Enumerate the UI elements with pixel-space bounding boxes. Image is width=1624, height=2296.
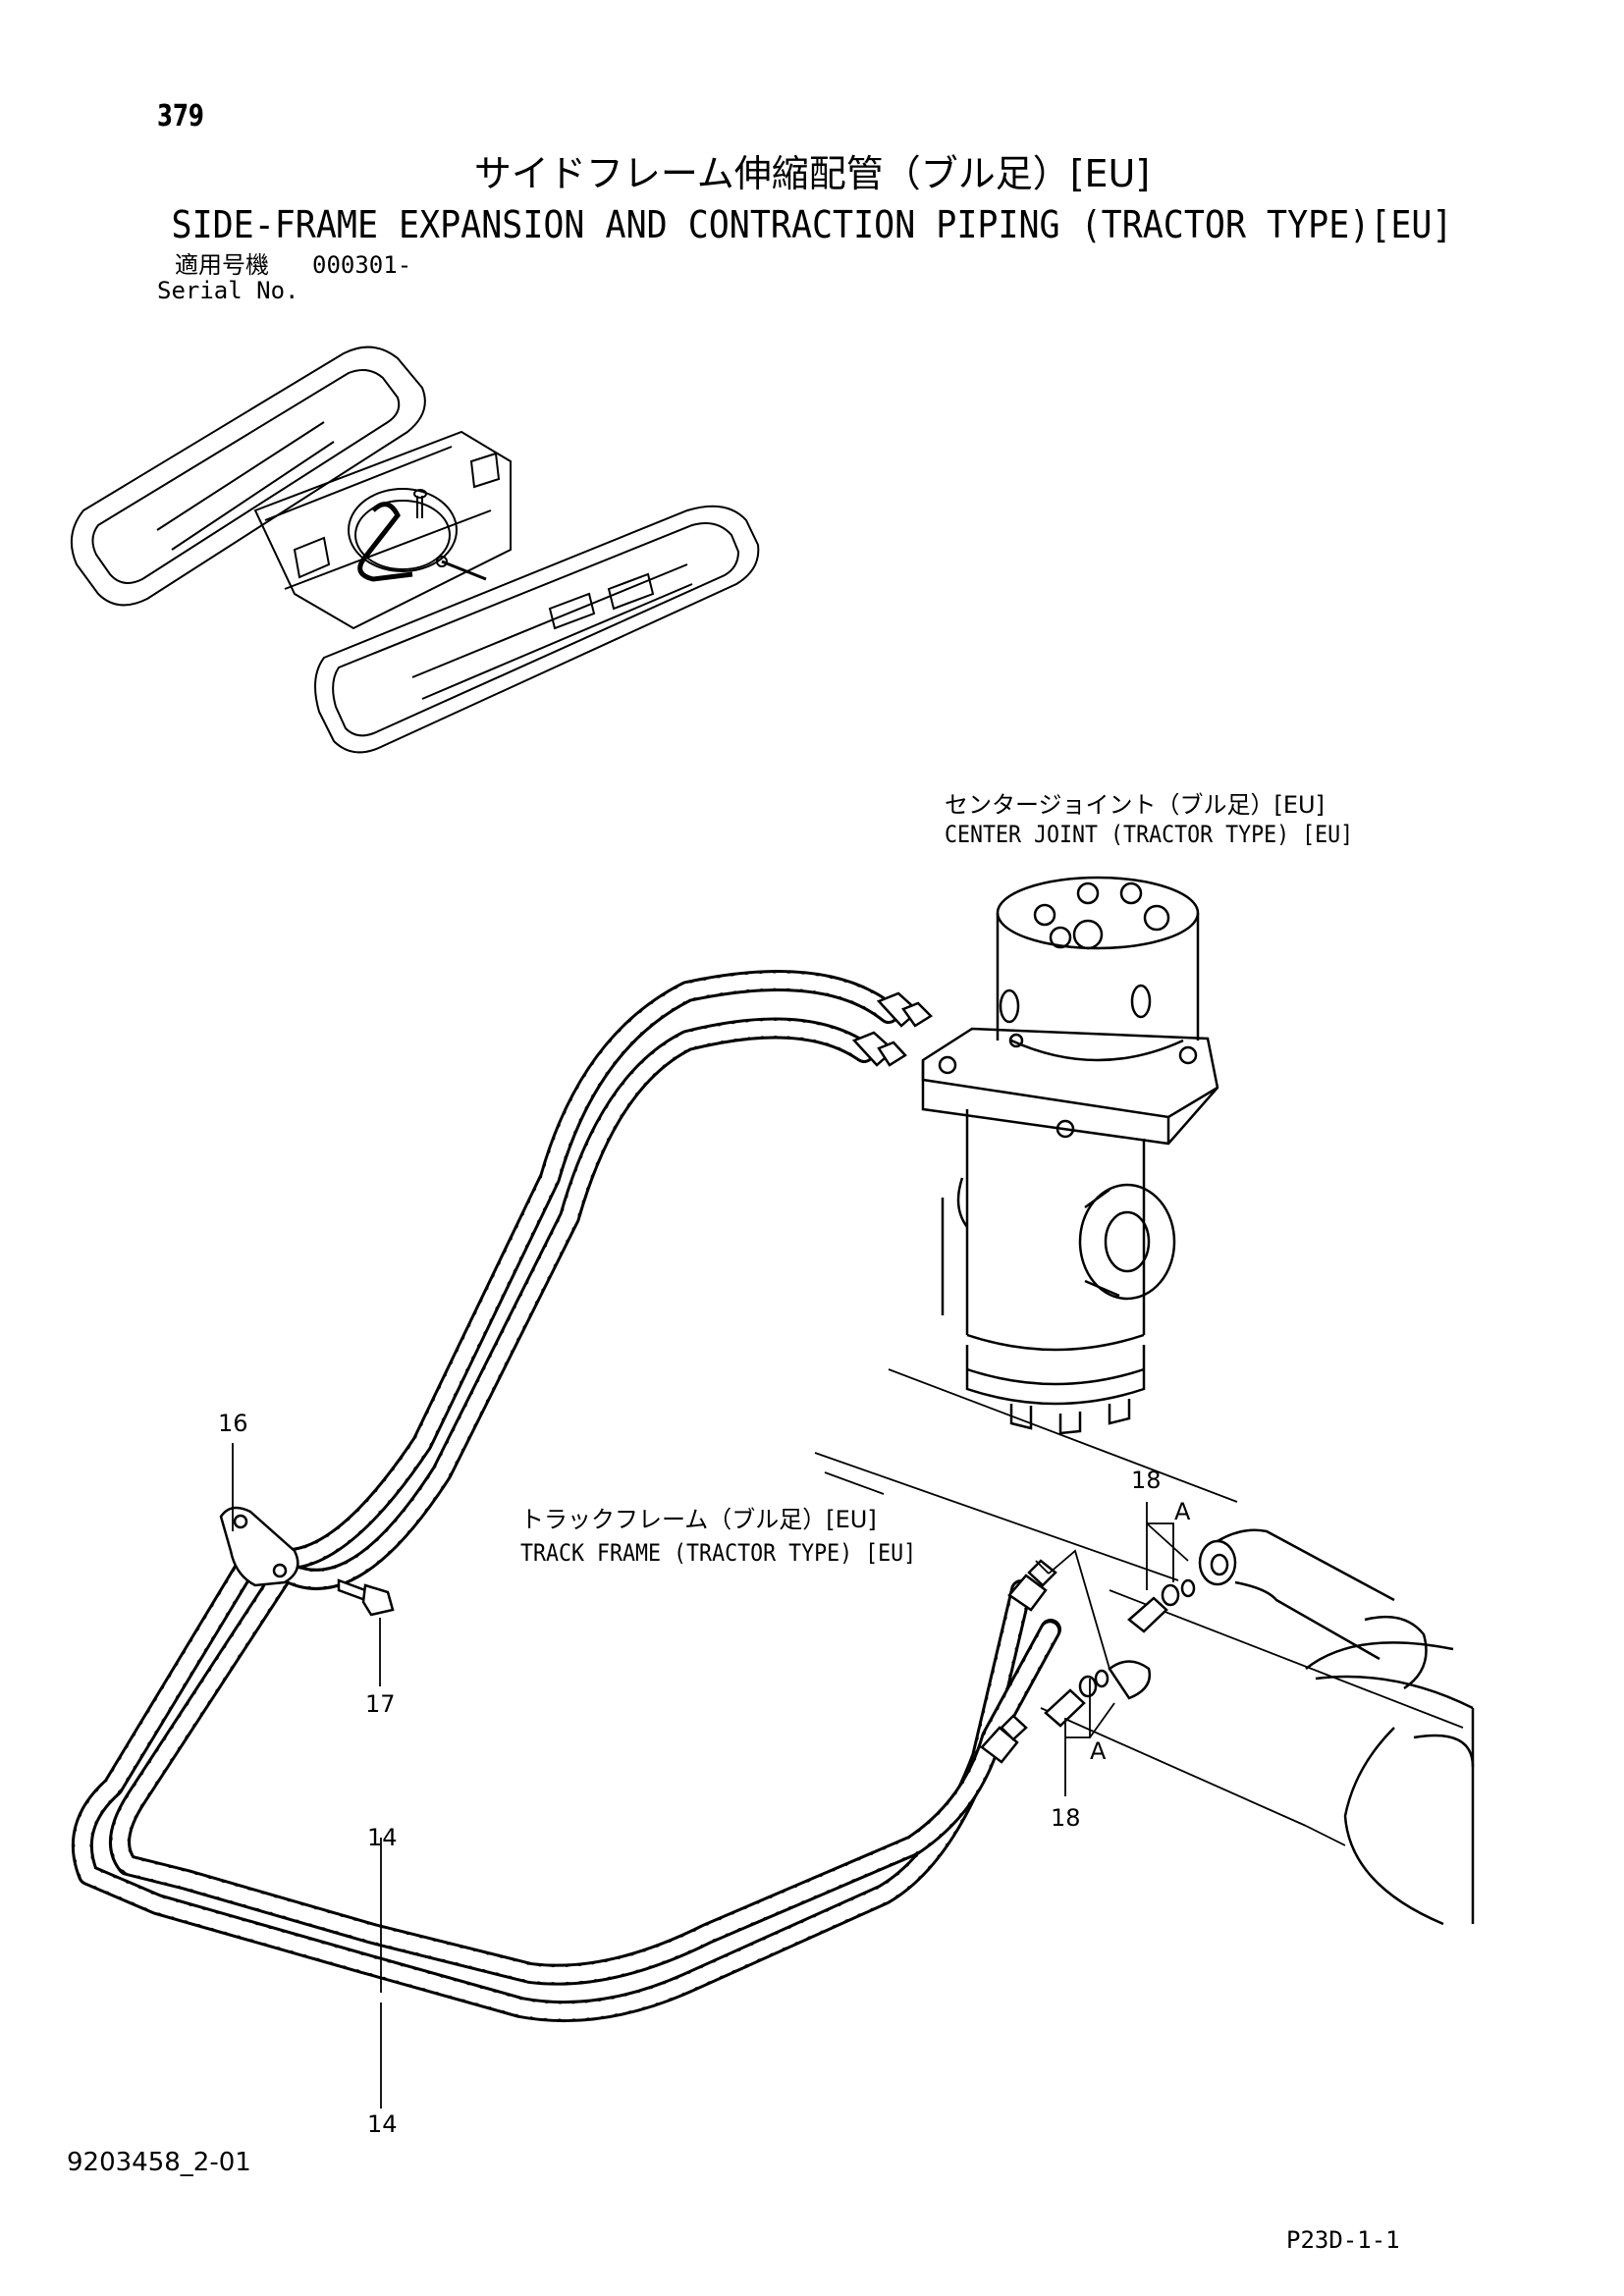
callout-16: 16: [218, 1410, 248, 1437]
callout-14-top: 14: [367, 1824, 398, 1851]
callout-18-bottom: 18: [1051, 1804, 1081, 1832]
hose-assembly: [71, 970, 1061, 2023]
hose-fittings-top: [851, 991, 933, 1067]
hose-fittings-bottom: [980, 1559, 1057, 1764]
track-frame-label-jp: トラックフレーム（ブル足）[EU]: [520, 1506, 877, 1533]
document-id: 9203458_2-01: [67, 2148, 251, 2177]
sheet-id: P23D-1-1: [1286, 2226, 1400, 2254]
track-frame-lines: [814, 1368, 1464, 1846]
center-joint-label-jp: センタージョイント（ブル足）[EU]: [945, 791, 1325, 819]
leader-lines: [232, 1443, 1189, 2109]
track-frame-label-en: TRACK FRAME (TRACTOR TYPE) [EU]: [520, 1539, 917, 1567]
title-japanese: サイドフレーム伸縮配管（ブル足）[EU]: [473, 152, 1151, 195]
hose-clamp: [219, 1506, 299, 1587]
serial-label-japanese: 適用号機: [175, 251, 269, 279]
bolt: [337, 1578, 395, 1617]
callout-18-top: 18: [1131, 1467, 1162, 1494]
serial-value: 000301-: [312, 251, 412, 279]
callout-a-bottom: A: [1090, 1737, 1107, 1765]
serial-label-english: Serial No.: [157, 277, 299, 304]
center-joint: [921, 876, 1219, 1435]
callout-17: 17: [365, 1690, 396, 1718]
callout-a-top: A: [1174, 1498, 1191, 1525]
travel-motor: [1198, 1528, 1475, 1926]
title-english: SIDE-FRAME EXPANSION AND CONTRACTION PIP…: [171, 203, 1453, 246]
undercarriage-overview: [70, 346, 760, 754]
elbow-fittings: [1044, 1578, 1196, 1728]
center-joint-label-en: CENTER JOINT (TRACTOR TYPE) [EU]: [945, 821, 1354, 848]
page-number: 379: [157, 99, 204, 133]
callout-14-bottom: 14: [367, 2110, 398, 2138]
